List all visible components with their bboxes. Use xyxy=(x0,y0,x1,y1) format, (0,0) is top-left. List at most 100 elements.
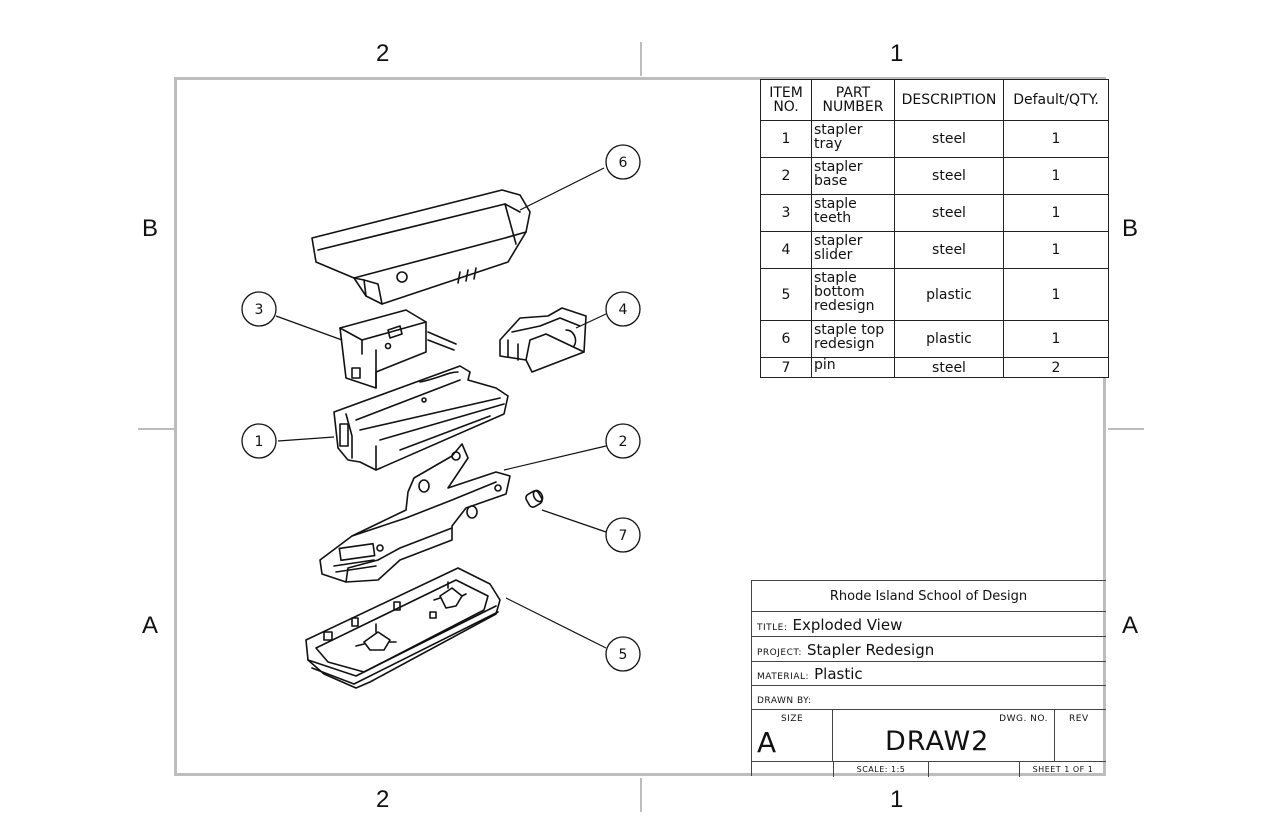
part-pin xyxy=(525,489,544,508)
zone-tick-right xyxy=(1108,428,1144,430)
zone-label-bottom-1: 1 xyxy=(890,786,904,813)
scale-value: SCALE: 1:5 xyxy=(833,762,929,777)
bom-qty: 1 xyxy=(1003,268,1109,321)
size-cell: SIZE A xyxy=(751,710,833,762)
school-name: Rhode Island School of Design xyxy=(751,580,1106,611)
bom-qty: 1 xyxy=(1003,120,1109,158)
drawn-by-row: DRAWN BY: xyxy=(751,685,1106,709)
balloon-1-circle xyxy=(241,423,277,459)
balloon-6: 6 xyxy=(619,155,628,171)
title-label: TITLE: xyxy=(757,623,788,633)
bom-description: steel xyxy=(894,231,1004,269)
balloon-4-circle xyxy=(605,291,641,327)
zone-label-right-a: A xyxy=(1122,612,1139,639)
zone-label-left-b: B xyxy=(142,215,159,242)
bom-description: plastic xyxy=(894,320,1004,358)
bom-item-no: 5 xyxy=(760,268,812,321)
bom-qty: 1 xyxy=(1003,194,1109,232)
balloon-5: 5 xyxy=(619,647,628,663)
balloon-2-circle xyxy=(605,423,641,459)
bom-description: steel xyxy=(894,120,1004,158)
zone-label-top-1: 1 xyxy=(890,40,904,67)
balloon-1: 1 xyxy=(255,434,264,450)
drawing-title: Exploded View xyxy=(792,616,903,634)
leader-lines xyxy=(275,167,607,649)
project-row: PROJECT: Stapler Redesign xyxy=(751,636,1106,661)
size-label: SIZE xyxy=(781,714,804,724)
material-label: MATERIAL: xyxy=(757,672,810,682)
material-row: MATERIAL: Plastic xyxy=(751,661,1106,685)
part-stapler-tray xyxy=(333,365,509,471)
bom-qty: 1 xyxy=(1003,231,1109,269)
project-label: PROJECT: xyxy=(757,648,802,658)
sheet-value: SHEET 1 OF 1 xyxy=(1019,762,1106,777)
drawing-frame xyxy=(174,77,1106,776)
part-staple-teeth xyxy=(339,309,457,389)
part-staple-top xyxy=(311,189,531,305)
title-block: Rhode Island School of Design TITLE: Exp… xyxy=(751,580,1106,777)
part-staple-bottom xyxy=(305,567,501,689)
title-row: TITLE: Exploded View xyxy=(751,611,1106,636)
table-row: 7 pin steel 2 xyxy=(760,357,1109,378)
project-name: Stapler Redesign xyxy=(807,641,935,659)
drawn-by-label: DRAWN BY: xyxy=(757,696,812,706)
bom-header-qty: Default/QTY. xyxy=(1003,79,1109,121)
balloon-5-circle xyxy=(605,636,641,672)
bom-qty: 1 xyxy=(1003,320,1109,358)
dwg-no-label: DWG. NO. xyxy=(999,714,1048,724)
bom-item-no: 4 xyxy=(760,231,812,269)
bom-item-no: 7 xyxy=(760,357,812,378)
balloon-6-circle xyxy=(605,144,641,180)
zone-label-top-2: 2 xyxy=(376,40,390,67)
bom-item-no: 6 xyxy=(760,320,812,358)
part-stapler-base xyxy=(319,443,511,583)
bom-part-number: pin xyxy=(811,357,895,378)
zone-label-right-b: B xyxy=(1122,215,1139,242)
dwg-no-cell: DWG. NO. DRAW2 xyxy=(833,710,1055,762)
dwg-no-value: DRAW2 xyxy=(885,726,990,757)
balloon-3: 3 xyxy=(255,302,264,318)
balloon-2: 2 xyxy=(619,434,628,450)
zone-tick-top xyxy=(640,42,642,76)
balloon-7-circle xyxy=(605,517,641,553)
zone-label-left-a: A xyxy=(142,612,159,639)
rev-label: REV xyxy=(1069,714,1089,724)
zone-tick-left xyxy=(138,428,174,430)
bom-description: steel xyxy=(894,194,1004,232)
zone-tick-bottom xyxy=(640,778,642,812)
bom-qty: 1 xyxy=(1003,157,1109,195)
zone-label-bottom-2: 2 xyxy=(376,786,390,813)
rev-cell: REV xyxy=(1055,710,1106,762)
bom-description: plastic xyxy=(894,268,1004,321)
bom-item-no: 3 xyxy=(760,194,812,232)
bom-item-no: 1 xyxy=(760,120,812,158)
size-value: A xyxy=(757,726,777,759)
bom-header-description: DESCRIPTION xyxy=(894,79,1004,121)
bom-qty: 2 xyxy=(1003,357,1109,378)
balloon-4: 4 xyxy=(619,302,628,318)
scale-sheet-row: SCALE: 1:5 SHEET 1 OF 1 xyxy=(751,761,1106,777)
bom-item-no: 2 xyxy=(760,157,812,195)
balloon-3-circle xyxy=(241,291,277,327)
bom-description: steel xyxy=(894,157,1004,195)
part-stapler-slider xyxy=(499,307,587,373)
bom-description: steel xyxy=(894,357,1004,378)
balloon-7: 7 xyxy=(619,528,628,544)
